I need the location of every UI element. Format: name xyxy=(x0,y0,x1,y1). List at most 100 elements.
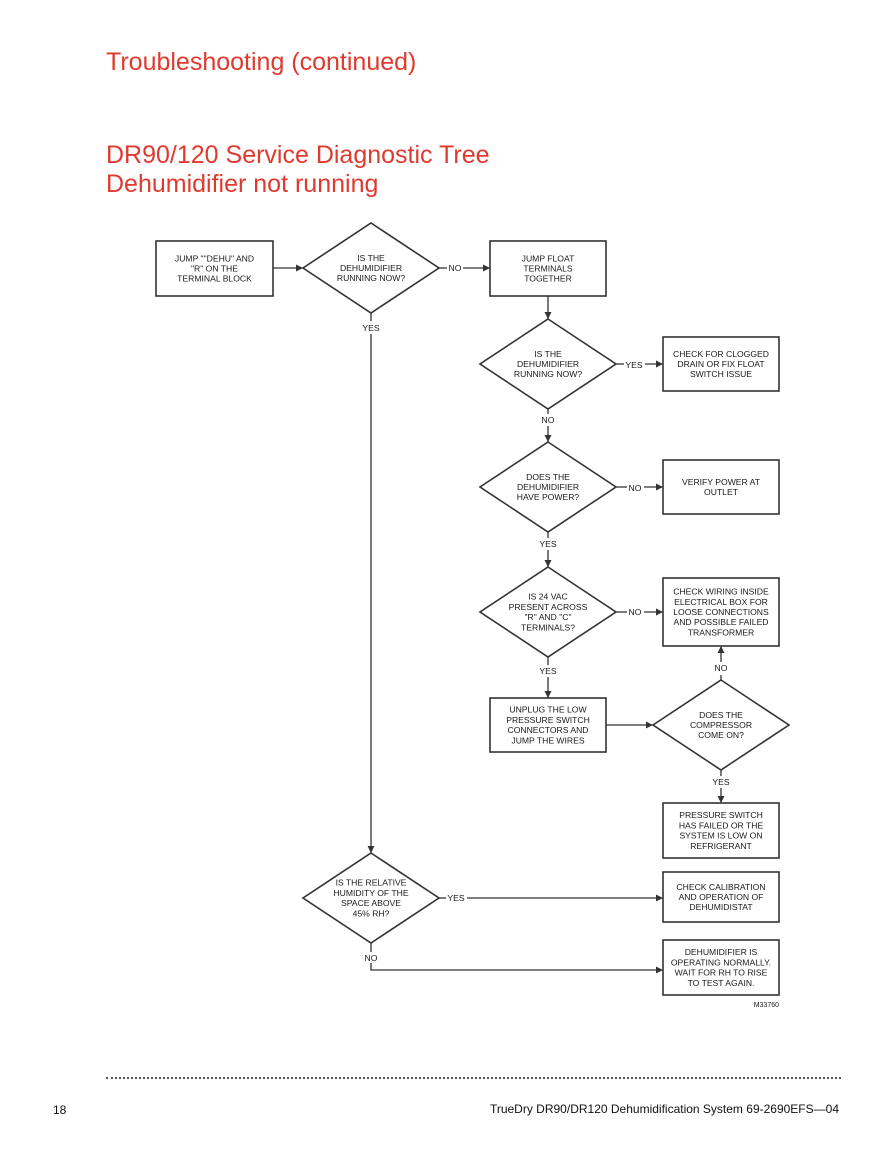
check-calibration-box xyxy=(662,871,780,923)
q-power-text: DOES THE xyxy=(526,472,570,482)
operating-normally-text: DEHUMIDIFIER IS xyxy=(685,947,758,957)
check-drain-box xyxy=(662,336,780,392)
label-comp-no: NO xyxy=(715,663,728,673)
unplug-switch-text: CONNECTORS AND xyxy=(507,725,588,735)
q-compressor-text: DOES THE xyxy=(699,710,743,720)
q-power-diamond xyxy=(478,441,618,533)
label-rh-yes: YES xyxy=(447,893,464,903)
unplug-switch-box xyxy=(489,697,607,753)
pressure-failed-text: HAS FAILED OR THE xyxy=(679,820,764,830)
q-running-2-text: IS THE xyxy=(534,349,562,359)
pressure-failed-text: PRESSURE SWITCH xyxy=(679,810,763,820)
q-power-text: DEHUMIDIFIER xyxy=(517,482,579,492)
check-wiring-box xyxy=(662,577,780,647)
q-humidity-text: IS THE RELATIVE xyxy=(336,878,407,888)
unplug-switch-text: JUMP THE WIRES xyxy=(511,735,584,745)
pressure-failed-text: REFRIGERANT xyxy=(690,841,752,851)
check-wiring-text: TRANSFORMER xyxy=(688,627,754,637)
section-heading: Troubleshooting (continued) xyxy=(106,48,417,76)
figure-code: M33760 xyxy=(754,1002,779,1009)
label-q1-yes: YES xyxy=(362,323,379,333)
label-rh-no: NO xyxy=(365,953,378,963)
q-running-2-text: DEHUMIDIFIER xyxy=(517,359,579,369)
q-running-2-text: RUNNING NOW? xyxy=(514,369,582,379)
label-q2-no: NO xyxy=(542,415,555,425)
jump-float-box xyxy=(489,240,607,297)
label-q1-no: NO xyxy=(449,263,462,273)
check-calibration-text: DEHUMIDISTAT xyxy=(689,902,753,912)
page-number: 18 xyxy=(53,1103,67,1117)
q-running-2-diamond xyxy=(478,318,618,410)
q-running-1-text: RUNNING NOW? xyxy=(337,273,405,283)
q-compressor-diamond xyxy=(651,679,791,771)
q-humidity-text: SPACE ABOVE xyxy=(341,898,401,908)
diagram-title: DR90/120 Service Diagnostic Tree xyxy=(106,141,490,169)
jump-float-text: TERMINALS xyxy=(523,264,572,274)
check-drain-text: SWITCH ISSUE xyxy=(690,369,752,379)
q-compressor-text: COME ON? xyxy=(698,730,744,740)
operating-normally-text: WAIT FOR RH TO RISE xyxy=(675,968,768,978)
q-24vac-text: PRESENT ACROSS xyxy=(509,602,588,612)
q-power-text: HAVE POWER? xyxy=(517,492,580,502)
pressure-failed-text: SYSTEM IS LOW ON xyxy=(679,831,762,841)
operating-normally-text: OPERATING NORMALLY. xyxy=(671,957,771,967)
label-power-yes: YES xyxy=(539,539,556,549)
q-running-1-diamond xyxy=(301,222,441,314)
jump-dehu-text: JUMP ""DEHU" AND xyxy=(175,253,254,263)
check-calibration-text: CHECK CALIBRATION xyxy=(676,882,765,892)
label-24vac-no: NO xyxy=(629,607,642,617)
check-calibration-text: AND OPERATION OF xyxy=(679,892,764,902)
q-24vac-text: TERMINALS? xyxy=(521,622,575,632)
unplug-switch-text: PRESSURE SWITCH xyxy=(506,715,590,725)
label-comp-yes: YES xyxy=(712,777,729,787)
q-24vac-text: "R" AND "C" xyxy=(524,612,571,622)
check-wiring-text: LOOSE CONNECTIONS xyxy=(673,607,769,617)
check-drain-text: CHECK FOR CLOGGED xyxy=(673,349,769,359)
check-wiring-text: ELECTRICAL BOX FOR xyxy=(674,597,768,607)
jump-float-text: JUMP FLOAT xyxy=(522,253,575,263)
unplug-switch-text: UNPLUG THE LOW xyxy=(509,705,587,715)
jump-dehu-text: "R" ON THE xyxy=(191,264,238,274)
q-24vac-text: IS 24 VAC xyxy=(528,592,568,602)
label-24vac-yes: YES xyxy=(539,666,556,676)
jump-dehu-text: TERMINAL BLOCK xyxy=(177,274,252,284)
verify-power-text: VERIFY POWER AT xyxy=(682,477,761,487)
footer-divider xyxy=(106,1077,841,1079)
q-humidity-text: HUMIDITY OF THE xyxy=(333,888,408,898)
q-running-1-text: IS THE xyxy=(357,253,385,263)
q-running-1-text: DEHUMIDIFIER xyxy=(340,263,402,273)
verify-power-box xyxy=(662,459,780,515)
pressure-failed-box xyxy=(662,802,780,859)
check-drain-text: DRAIN OR FIX FLOAT xyxy=(677,359,765,369)
jump-float-text: TOGETHER xyxy=(524,274,572,284)
check-wiring-text: CHECK WIRING INSIDE xyxy=(673,587,769,597)
jump-dehu-box xyxy=(155,240,274,297)
q-humidity-text: 45% RH? xyxy=(353,908,390,918)
q-compressor-text: COMPRESSOR xyxy=(690,720,752,730)
edge-rh-no-arrow xyxy=(370,963,663,974)
operating-normally-text: TO TEST AGAIN. xyxy=(688,978,755,988)
operating-normally-box xyxy=(662,939,780,996)
verify-power-text: OUTLET xyxy=(704,487,739,497)
footer-text: TrueDry DR90/DR120 Dehumidification Syst… xyxy=(489,1102,839,1116)
label-q2-yes: YES xyxy=(625,360,642,370)
q-24vac-diamond xyxy=(478,566,618,658)
check-wiring-text: AND POSSIBLE FAILED xyxy=(673,617,768,627)
q-humidity-diamond xyxy=(301,852,441,944)
